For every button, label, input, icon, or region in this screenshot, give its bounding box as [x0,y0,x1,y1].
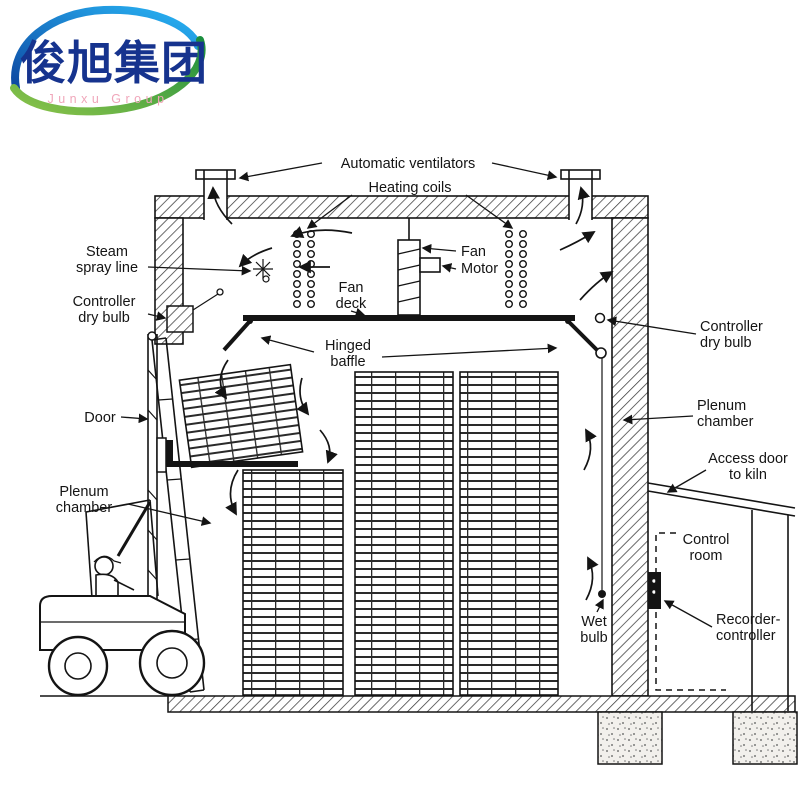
lumber-stack-left [242,469,344,696]
heating-coils-right [505,229,528,309]
label-access-door-line2: to kiln [729,467,767,483]
label-hinged-baffle-line1: Hinged [325,338,371,354]
heating-coils-left [293,229,316,309]
logo: 俊旭集团 Junxu Group [10,5,208,116]
fan-motor-box [419,257,441,273]
label-plenum-chamber-left-line2: chamber [56,500,113,516]
label-plenum-chamber-right-line2: chamber [697,414,754,430]
hinged-baffle-left [222,318,253,352]
steam-spray-device [253,259,273,283]
lumber-stack-middle [354,371,454,696]
label-plenum-chamber-right-line1: Plenum [697,398,746,414]
label-fan-deck-line2: deck [336,296,367,312]
label-automatic-ventilators: Automatic ventilators [341,156,476,172]
lumber-stack-on-forklift [178,363,304,469]
controller-dry-bulb-left-device [166,288,224,333]
label-wet-bulb-line1: Wet [581,614,607,630]
fan-deck [243,315,575,321]
label-fan-motor-line2: Motor [461,261,498,277]
airflow-arrows [207,186,614,601]
label-plenum-chamber-left-line1: Plenum [59,484,108,500]
label-leaders [120,162,713,628]
ventilator-right [560,169,601,220]
logo-company-name: 俊旭集团 [20,37,208,89]
label-door: Door [84,410,116,426]
controller-dry-bulb-right-device [594,312,606,324]
recorder-controller-device [648,572,661,609]
logo-swirl-green [10,36,206,116]
label-controller-dry-bulb-left-line2: dry bulb [78,310,130,326]
label-fan-motor-line1: Fan [461,244,486,260]
label-steam-spray-line2: spray line [76,260,138,276]
fan-assembly [397,218,441,316]
label-steam-spray-line1: Steam [86,244,128,260]
concrete-footing-right [732,711,798,765]
label-controller-dry-bulb-left-line1: Controller [73,294,136,310]
label-control-room-line1: Control [683,532,730,548]
foundation [40,695,798,765]
label-controller-dry-bulb-right-line2: dry bulb [700,335,752,351]
control-room-outline [655,532,726,691]
label-hinged-baffle-line2: baffle [330,354,365,370]
logo-company-name-en: Junxu Group [47,92,168,106]
lumber-stack-right [459,371,559,696]
ventilator-left [195,169,236,220]
label-recorder-controller-line2: controller [716,628,776,644]
label-recorder-controller-line1: Recorder- [716,612,781,628]
access-walkway [647,482,796,711]
label-control-room-line2: room [689,548,722,564]
label-heating-coils: Heating coils [368,180,451,196]
wet-bulb-device [598,358,606,598]
label-controller-dry-bulb-right-line1: Controller [700,319,763,335]
label-fan-deck-line1: Fan [339,280,364,296]
forklift [39,331,298,697]
labels: Automatic ventilators Heating coils Fan … [56,156,788,646]
label-wet-bulb-line2: bulb [580,630,607,646]
logo-swirl-blue [11,5,202,92]
label-access-door-line1: Access door [708,451,788,467]
hinged-baffle-right [565,318,607,359]
concrete-footing-left [597,711,663,765]
